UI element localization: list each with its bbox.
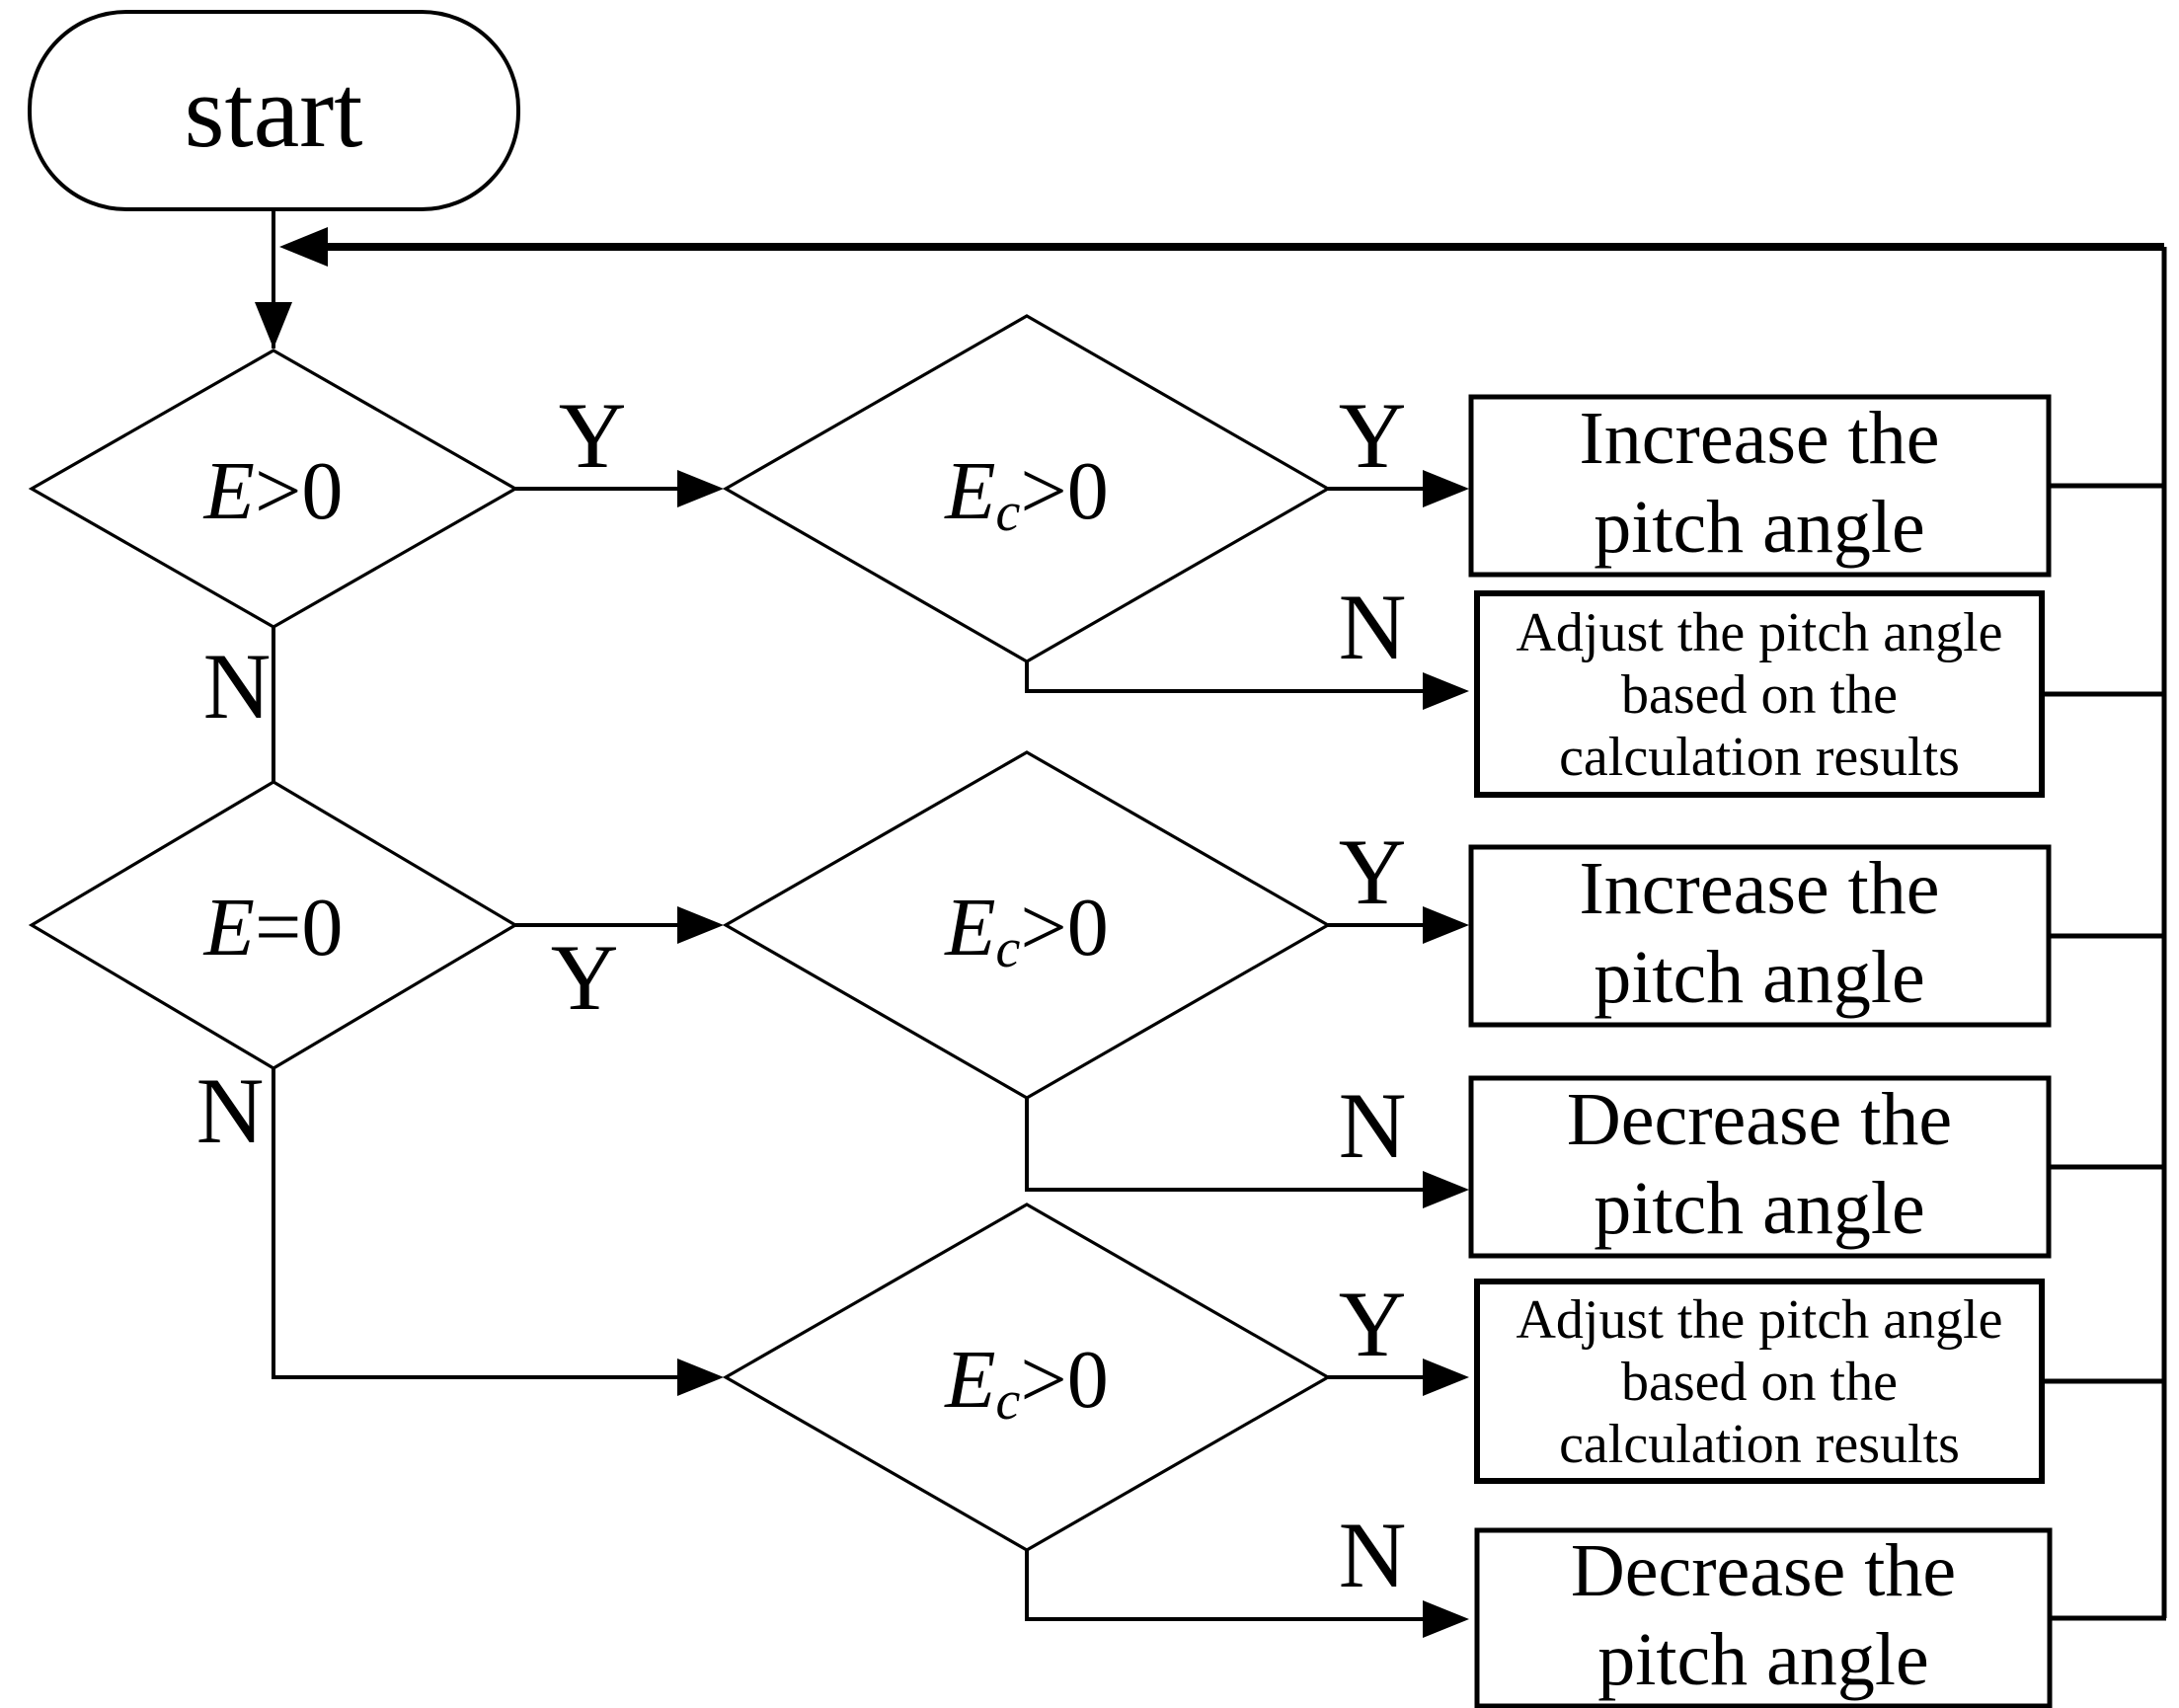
e-gt-0-label: E>0 — [203, 445, 344, 537]
arrowhead-into-ec-mid-icon — [677, 906, 724, 944]
label-yes-ec-mid: Y — [1339, 819, 1407, 924]
start-node: start — [28, 10, 520, 211]
flow-ec-mid-no — [1025, 1098, 1424, 1192]
label-no-ec-mid: N — [1339, 1073, 1407, 1178]
decision-ec-gt-0-mid: Ec>0 — [722, 750, 1332, 1100]
box-increase-1-shape — [1468, 394, 2052, 578]
label-no-ec-top: N — [1339, 575, 1407, 679]
box-decrease-2-shape — [1474, 1527, 2053, 1708]
arrowhead-into-box3-icon — [1423, 906, 1469, 944]
arrowhead-into-box4-icon — [1423, 1171, 1469, 1208]
box-adjust-1-shape — [1474, 590, 2045, 798]
decision-ec-gt-0-bot: Ec>0 — [722, 1203, 1332, 1552]
flow-ec-bot-no — [1025, 1550, 1424, 1621]
label-yes-e-gt-0: Y — [559, 383, 627, 488]
label-no-e-eq-0: N — [196, 1058, 265, 1163]
arrowhead-into-box2-icon — [1423, 672, 1469, 710]
feedback-arrowhead-left-icon — [279, 227, 328, 267]
decision-ec-gt-0-top: Ec>0 — [722, 314, 1332, 663]
arrowhead-into-box1-icon — [1423, 470, 1469, 507]
start-shape — [28, 10, 520, 211]
arrowhead-into-box5-icon — [1423, 1359, 1469, 1396]
branch-labels: Y N Y N Y N Y N Y N — [196, 383, 1407, 1607]
flow-lines — [255, 209, 2167, 1638]
label-no-ec-bot: N — [1339, 1503, 1407, 1607]
arrowhead-into-ec-top-icon — [677, 470, 724, 507]
ec-gt-0-mid-label: Ec>0 — [944, 882, 1109, 979]
box-decrease-1-shape — [1468, 1075, 2052, 1259]
arrowhead-into-e-gt-0-icon — [255, 302, 292, 349]
label-yes-e-eq-0: Y — [551, 925, 619, 1030]
ec-gt-0-top-label: Ec>0 — [944, 445, 1109, 543]
flow-ec-top-no — [1025, 661, 1424, 693]
decision-e-eq-0: E=0 — [28, 780, 519, 1070]
ec-gt-0-bot-label: Ec>0 — [944, 1334, 1109, 1432]
e-eq-0-label: E=0 — [203, 882, 344, 973]
label-yes-ec-top: Y — [1339, 383, 1407, 488]
box-adjust-2-shape — [1474, 1279, 2045, 1484]
ec-gt-0-mid-diamond — [722, 750, 1332, 1100]
e-eq-0-diamond — [28, 780, 519, 1070]
label-no-e-gt-0: N — [203, 634, 272, 738]
decision-e-gt-0: E>0 — [28, 349, 519, 629]
arrowhead-into-ec-bot-icon — [677, 1359, 724, 1396]
ec-gt-0-top-diamond — [722, 314, 1332, 663]
box-increase-2-shape — [1468, 844, 2052, 1028]
flow-e-eq-0-no — [272, 1068, 678, 1379]
ec-gt-0-bot-diamond — [722, 1203, 1332, 1552]
e-gt-0-diamond — [28, 349, 519, 629]
arrowhead-into-box6-icon — [1423, 1600, 1469, 1638]
label-yes-ec-bot: Y — [1339, 1272, 1407, 1376]
start-label: start — [185, 53, 363, 169]
